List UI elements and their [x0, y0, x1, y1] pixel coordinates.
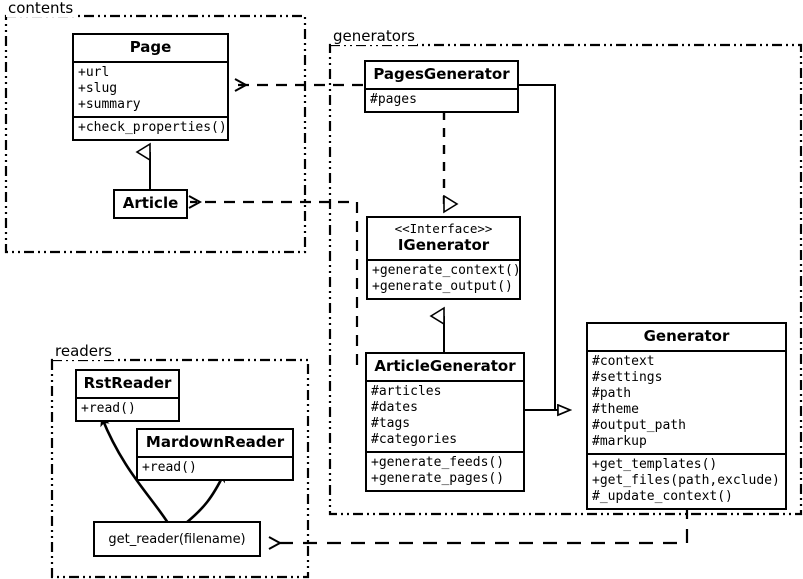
class-methods-article-generator: +generate_feeds() +generate_pages() [367, 451, 523, 490]
class-method: +generate_feeds() [371, 455, 505, 470]
class-name-article: Article [122, 194, 179, 212]
class-stereotype-igenerator: <<Interface>> [394, 221, 493, 236]
class-name-rst-reader: RstReader [83, 374, 172, 392]
package-frames [4, 14, 803, 579]
package-label-generators: generators [331, 27, 417, 45]
class-name-article-generator: ArticleGenerator [374, 357, 516, 375]
class-attributes-generator: #context #settings #path #theme #output_… [588, 350, 785, 453]
class-attribute: #output_path [592, 418, 686, 433]
class-box-article-generator[interactable]: ArticleGenerator #articles #dates #tags … [365, 352, 525, 492]
class-header-igenerator: <<Interface>> IGenerator [368, 218, 519, 259]
class-name-mardown-reader: MardownReader [145, 433, 285, 451]
class-box-rst-reader[interactable]: RstReader +read() [75, 369, 180, 422]
class-attribute: +summary [78, 97, 141, 112]
function-label-get-reader: get_reader(filename) [108, 531, 246, 547]
class-methods-rst-reader: +read() [77, 397, 178, 420]
class-box-pages-generator[interactable]: PagesGenerator #pages [364, 60, 519, 113]
class-method: +generate_pages() [371, 471, 505, 486]
class-methods-igenerator: +generate_context() +generate_output() [368, 259, 521, 298]
package-frame-generators [328, 43, 803, 516]
class-name-igenerator: IGenerator [397, 236, 490, 254]
link-articlegenerator-to-article [190, 202, 359, 365]
package-frame-readers [50, 358, 310, 579]
class-attribute: #pages [370, 92, 417, 107]
class-attribute: #theme [592, 402, 639, 417]
class-box-igenerator[interactable]: <<Interface>> IGenerator +generate_conte… [366, 216, 521, 300]
class-attribute: #articles [371, 384, 442, 399]
class-box-generator[interactable]: Generator #context #settings #path #them… [586, 322, 787, 510]
link-getreader-to-mardownreader [185, 472, 226, 524]
class-attribute: +slug [78, 81, 118, 96]
class-attribute: +url [78, 65, 110, 80]
class-box-article[interactable]: Article [113, 189, 188, 219]
class-method: +get_files(path,exclude) [592, 473, 780, 488]
class-attribute: #tags [371, 416, 411, 431]
class-box-page[interactable]: Page +url +slug +summary +check_properti… [72, 33, 229, 141]
package-label-readers: readers [53, 342, 114, 360]
class-methods-generator: +get_templates() +get_files(path,exclude… [588, 453, 785, 508]
class-method: +get_templates() [592, 457, 718, 472]
class-method: +generate_context() [372, 263, 521, 278]
class-methods-mardown-reader: +read() [138, 456, 292, 479]
class-method: +read() [81, 401, 136, 416]
class-attributes-page: +url +slug +summary [74, 61, 227, 116]
class-name-pages-generator: PagesGenerator [373, 65, 510, 83]
class-attribute: #context [592, 354, 655, 369]
class-method: +check_properties() [78, 120, 227, 135]
package-frame-contents [4, 14, 307, 254]
function-box-get-reader[interactable]: get_reader(filename) [93, 521, 261, 557]
class-name-page: Page [129, 38, 172, 56]
class-attribute: #settings [592, 370, 663, 385]
class-methods-page: +check_properties() [74, 116, 227, 139]
class-attribute: #categories [371, 432, 458, 447]
class-attribute: #path [592, 386, 632, 401]
class-attribute: #dates [371, 400, 418, 415]
class-method: +generate_output() [372, 279, 513, 294]
link-generator-to-getreader [270, 505, 689, 543]
link-pagesgenerator-to-generator [519, 84, 570, 410]
class-box-mardown-reader[interactable]: MardownReader +read() [136, 428, 294, 481]
class-attribute: #markup [592, 434, 647, 449]
class-name-generator: Generator [643, 327, 730, 345]
class-attributes-pages-generator: #pages [366, 88, 517, 111]
package-label-contents: contents [6, 0, 76, 17]
class-attributes-article-generator: #articles #dates #tags #categories [367, 380, 523, 451]
class-method: #_update_context() [592, 489, 733, 504]
class-method: +read() [142, 460, 197, 475]
